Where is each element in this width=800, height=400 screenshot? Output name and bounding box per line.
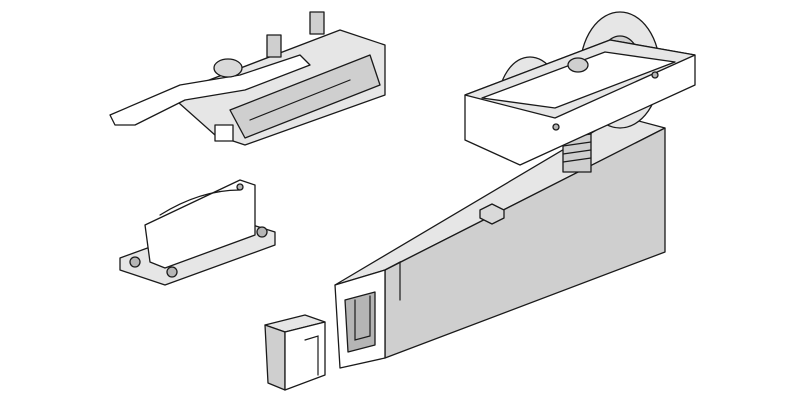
- guide-bracket: [119, 179, 276, 286]
- clamp-foot: [214, 124, 234, 142]
- clamp-screw: [309, 11, 325, 35]
- roller-carriage: [464, 11, 696, 173]
- bracket-guide: [144, 179, 256, 269]
- bracket-screw-hole: [256, 226, 268, 238]
- bracket-screw-hole: [236, 183, 244, 191]
- clamp-channel: [229, 54, 381, 139]
- clamp-nut: [213, 58, 243, 78]
- clamp-screw: [266, 34, 282, 58]
- bracket-screw-hole: [166, 266, 178, 278]
- bracket-screw-hole: [129, 256, 141, 268]
- bracket-curve: [159, 189, 241, 216]
- carriage-rivet: [651, 71, 659, 79]
- clamp: [109, 11, 386, 146]
- rail-bolt-head: [479, 203, 505, 225]
- end-cap-tab: [304, 335, 319, 376]
- end-cap-face: [264, 324, 286, 391]
- carriage-threaded-hole: [567, 57, 589, 73]
- rail-channel-lip: [354, 295, 371, 341]
- end-cap-side: [284, 321, 326, 391]
- end-cap: [264, 314, 326, 391]
- clamp-lever: [109, 54, 311, 126]
- carriage-opening: [481, 51, 676, 109]
- carriage-rivet: [552, 123, 560, 131]
- rail-inner-edge: [384, 261, 401, 301]
- clamp-slots: [249, 79, 351, 121]
